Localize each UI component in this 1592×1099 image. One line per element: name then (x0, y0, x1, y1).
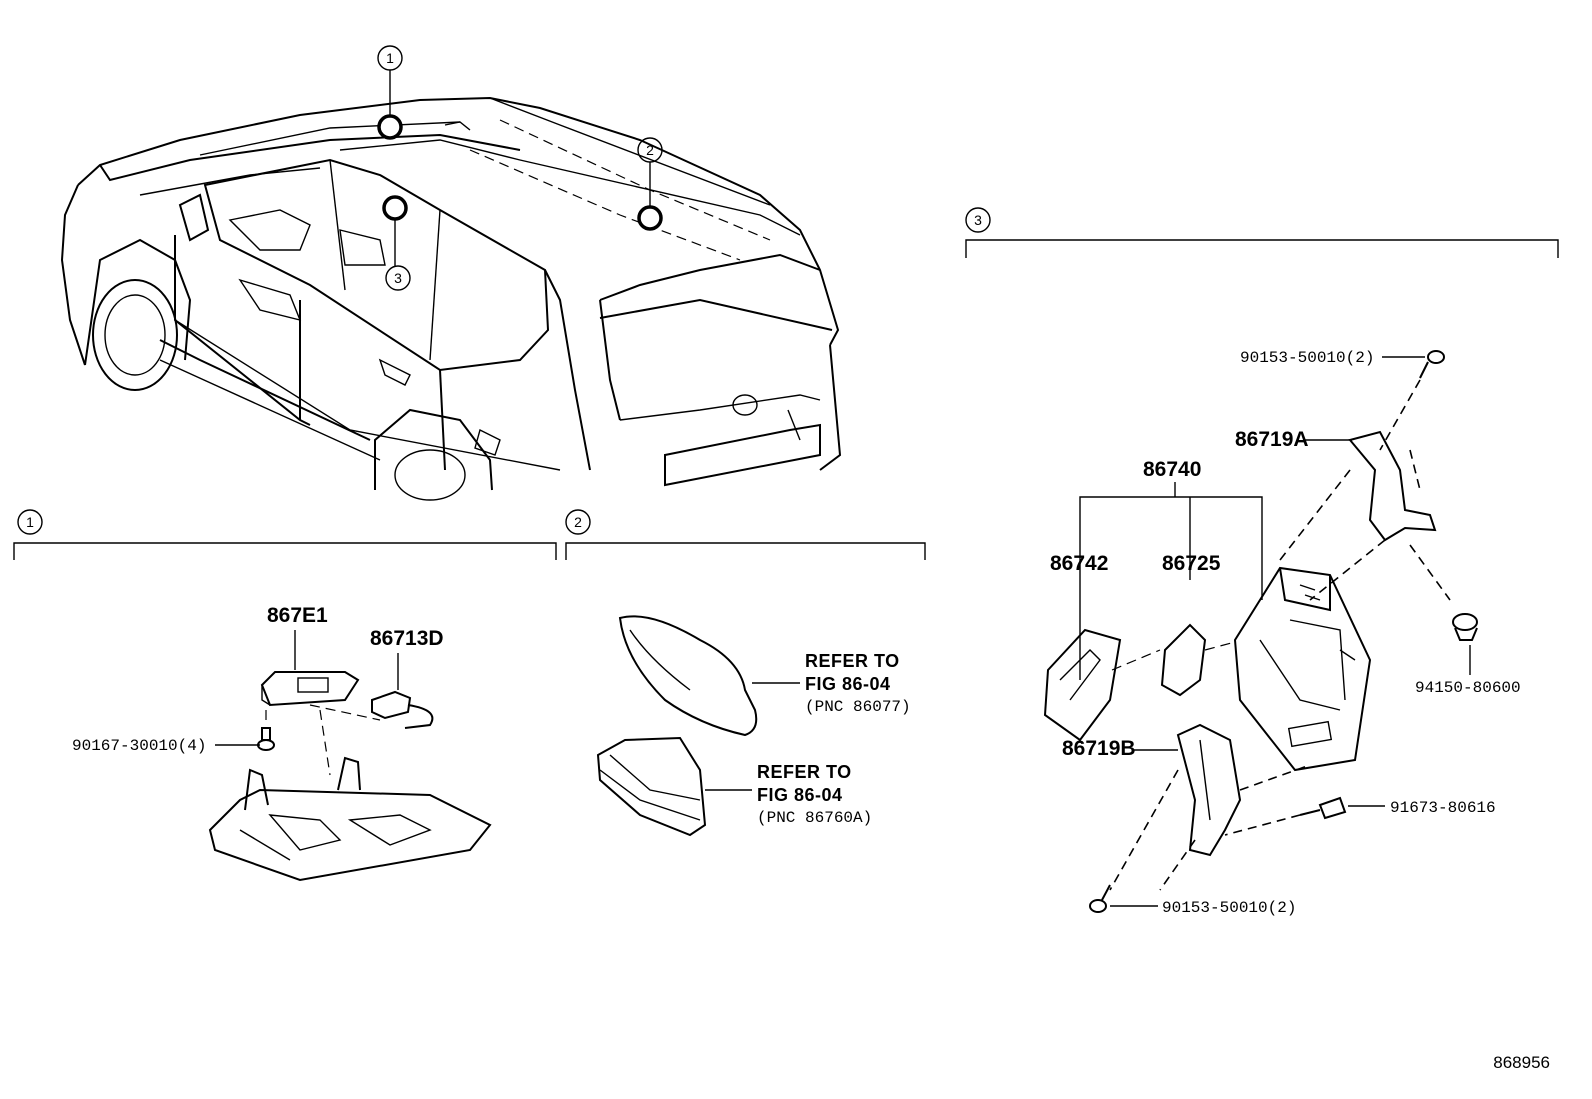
overview-callout-3: 3 (382, 195, 411, 291)
part-90153-screw-top (1427, 350, 1445, 364)
label-86742: 86742 (1050, 552, 1108, 575)
ref1-line1: REFER TO (805, 651, 900, 671)
part-roof-console-base (208, 788, 492, 882)
label-86719B: 86719B (1062, 737, 1136, 760)
section-1-callout: 1 (26, 514, 34, 530)
label-91673: 91673-80616 (1390, 799, 1496, 817)
ref1-line3: (PNC 86077) (805, 698, 911, 716)
label-90167: 90167-30010(4) (72, 737, 206, 755)
label-86719A: 86719A (1235, 428, 1309, 451)
label-94150: 94150-80600 (1415, 679, 1521, 697)
part-86713D-connector (371, 690, 412, 720)
part-86719B-bracket (1176, 723, 1242, 857)
vehicle-illustration (60, 96, 842, 501)
ref1-line2: FIG 86-04 (805, 674, 891, 694)
label-867E1: 867E1 (267, 604, 328, 627)
callout-1-label: 1 (386, 50, 394, 66)
section-3-callout: 3 (974, 212, 982, 228)
ref2-line3: (PNC 86760A) (757, 809, 872, 827)
label-86725: 86725 (1162, 552, 1221, 575)
part-86725-connector (1160, 623, 1207, 697)
part-90167-screw (261, 727, 271, 741)
part-86742-card (1043, 628, 1122, 742)
label-90153-bottom: 90153-50010(2) (1162, 899, 1296, 917)
section-2: 2 REFER TO FIG 86-04 (PNC 86077) REFER T… (565, 509, 926, 837)
ref2-line2: FIG 86-04 (757, 785, 843, 805)
part-antenna-cover (618, 615, 758, 737)
figure-id: 868956 (1493, 1053, 1550, 1072)
part-86719A-bracket (1348, 430, 1437, 542)
section-3: 3 90153-50010(2) 86719A 94150-80600 8674… (965, 207, 1559, 917)
part-867E1-module (260, 671, 360, 707)
part-90153-screw-bottom (1089, 899, 1107, 913)
part-91673-bolt (1318, 796, 1347, 820)
part-86740-receiver-unit (1233, 566, 1372, 772)
label-90153-top: 90153-50010(2) (1240, 349, 1374, 367)
part-94150-nut (1452, 613, 1478, 631)
part-antenna-base (596, 736, 707, 837)
callout-2-label: 2 (646, 142, 654, 158)
overview-callout-1: 1 (377, 45, 403, 140)
label-86713D: 86713D (370, 627, 444, 650)
ref2-line1: REFER TO (757, 762, 852, 782)
section-1: 1 867E1 86713D 90167-30010(4) (13, 509, 557, 882)
callout-3-label: 3 (394, 270, 402, 286)
section-2-callout: 2 (574, 514, 582, 530)
overview-callout-2: 2 (637, 137, 663, 231)
label-86740: 86740 (1143, 458, 1201, 481)
